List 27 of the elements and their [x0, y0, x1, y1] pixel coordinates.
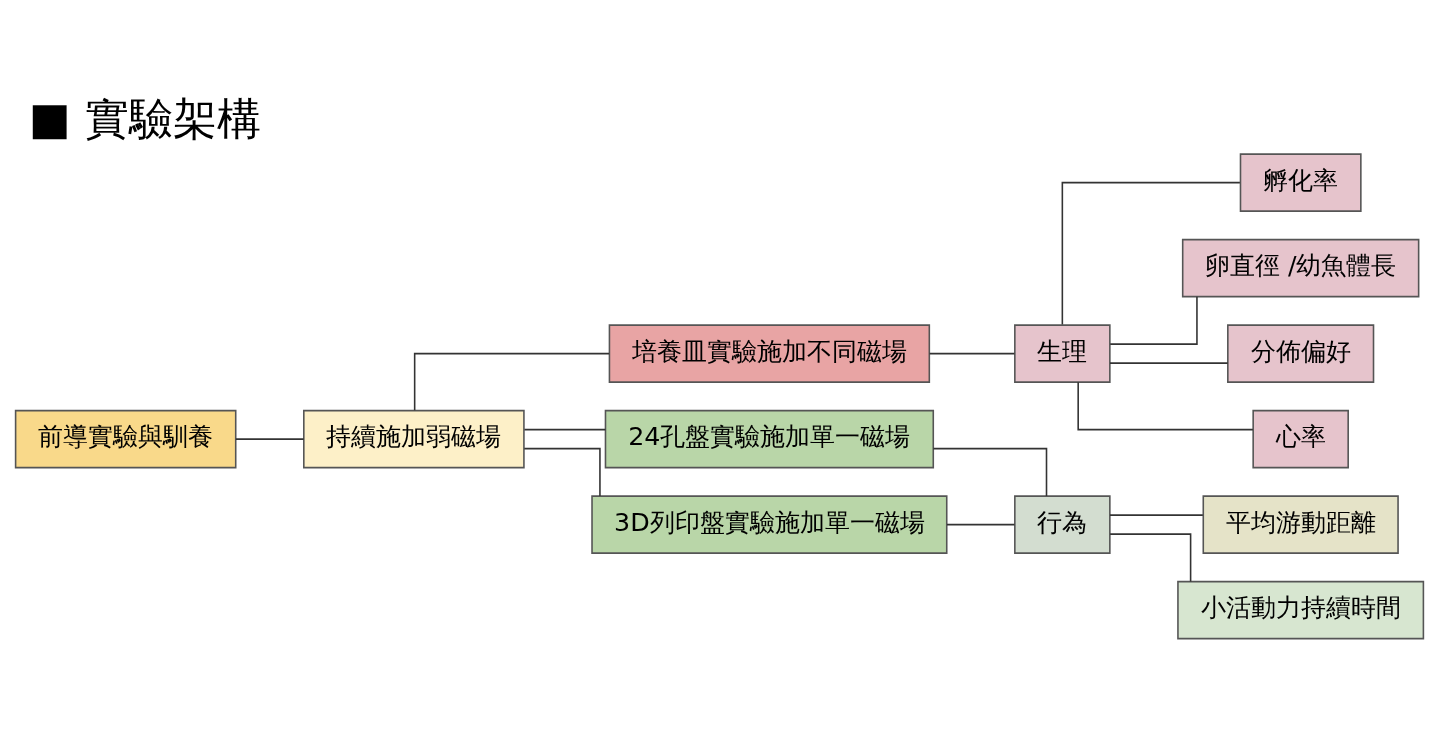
node-box: 卵直徑 /幼魚體長 — [1181, 238, 1420, 298]
connector — [932, 447, 1048, 497]
node-box: 前導實驗與馴養 — [14, 409, 237, 469]
node-box: 持續施加弱磁場 — [303, 409, 525, 469]
node-box: 小活動力持續時間 — [1177, 580, 1425, 640]
node-box: 心率 — [1252, 409, 1349, 469]
connector — [1109, 533, 1192, 583]
node-box: 分佈偏好 — [1227, 324, 1375, 383]
diagram-title: ■ 實驗架構 — [28, 93, 261, 145]
connector — [946, 523, 1016, 526]
node-box: 孵化率 — [1239, 153, 1362, 212]
node-box: 平均游動距離 — [1202, 495, 1399, 554]
connector — [523, 447, 601, 497]
connector — [523, 428, 607, 431]
connector — [1109, 296, 1198, 345]
connector — [1077, 381, 1254, 431]
node-box: 行為 — [1014, 495, 1111, 554]
connector — [1061, 181, 1241, 326]
connector — [1109, 362, 1229, 364]
node-box: 24孔盤實驗施加單一磁場 — [604, 409, 935, 469]
node-box: 生理 — [1014, 324, 1111, 383]
node-box: 3D列印盤實驗施加單一磁場 — [591, 495, 948, 554]
connector — [235, 438, 305, 440]
connector — [1109, 514, 1204, 516]
node-box: 培養皿實驗施加不同磁場 — [608, 324, 931, 383]
connector — [928, 352, 1016, 355]
connector — [413, 352, 610, 411]
